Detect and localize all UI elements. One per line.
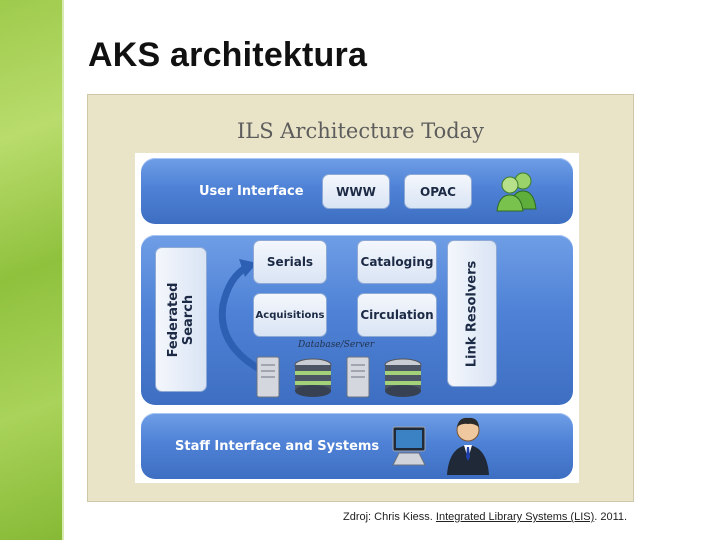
federated-search-box: Federated Search <box>155 247 207 392</box>
decorative-side-band <box>0 0 64 540</box>
database-server-label: Database/Server <box>298 340 375 350</box>
acquisitions-box: Acquisitions <box>253 293 327 337</box>
caption-prefix: Zdroj: Chris Kiess. <box>343 511 436 523</box>
link-resolvers-label: Link Resolvers <box>464 260 480 367</box>
user-interface-band: User Interface WWW OPAC <box>141 158 573 224</box>
cataloging-box: Cataloging <box>357 240 437 284</box>
core-systems-band: Federated Search Serials Cataloging Acqu… <box>141 235 573 405</box>
opac-box: OPAC <box>404 174 472 209</box>
link-resolvers-box: Link Resolvers <box>447 240 497 387</box>
server-icon <box>256 356 422 398</box>
diagram-panel: User Interface WWW OPAC Federated Search… <box>135 153 579 483</box>
circulation-box: Circulation <box>357 293 437 337</box>
staff-interface-label: Staff Interface and Systems <box>175 439 380 454</box>
user-interface-label: User Interface <box>199 184 304 199</box>
architecture-figure: ILS Architecture Today User Interface WW… <box>87 94 634 502</box>
www-box: WWW <box>322 174 390 209</box>
figure-title: ILS Architecture Today <box>236 119 485 143</box>
caption-link[interactable]: Integrated Library Systems (LIS) <box>435 511 595 523</box>
computer-icon <box>392 426 426 466</box>
slide-title: AKS architektura <box>88 36 368 74</box>
staff-interface-band: Staff Interface and Systems <box>141 413 573 479</box>
serials-box: Serials <box>253 240 327 284</box>
staff-person-icon <box>447 417 489 475</box>
federated-search-label: Federated Search <box>166 282 196 357</box>
arrow-cycle-icon <box>218 259 265 374</box>
caption-suffix: . 2011. <box>594 511 628 523</box>
source-caption: Zdroj: Chris Kiess. Integrated Library S… <box>343 511 627 523</box>
users-icon <box>496 172 537 212</box>
